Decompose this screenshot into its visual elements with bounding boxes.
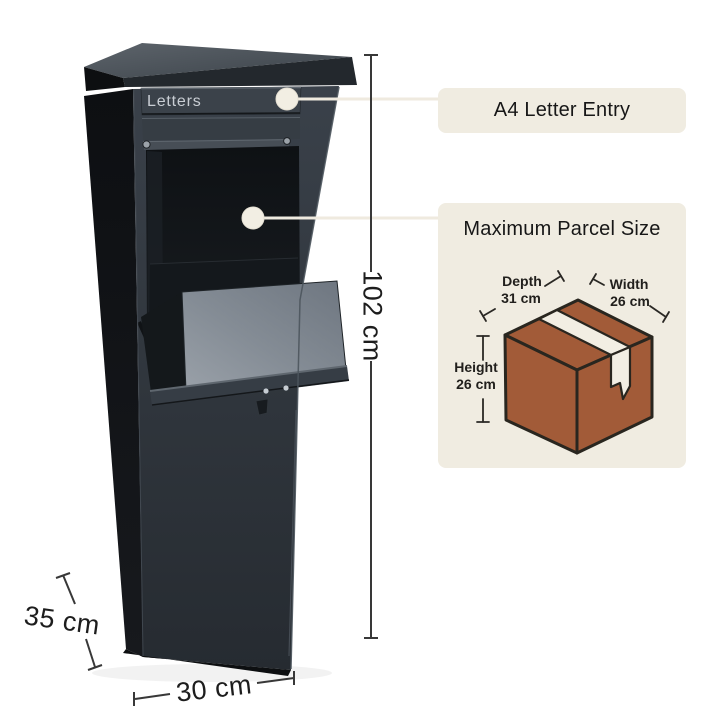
parcel-box-diagram [476, 270, 670, 455]
parcel-depth-value: 31 cm [501, 290, 541, 306]
packing-tape [537, 308, 632, 401]
hatch-tray-lip [150, 366, 349, 406]
front-left-edge [133, 89, 144, 657]
depth-arrow-lower-tick [479, 310, 487, 322]
depth-arrow-upper [544, 275, 562, 287]
hinge-rail-highlight [142, 139, 290, 143]
rail-screw-right [283, 137, 291, 145]
parcel-height-value: 26 cm [456, 376, 496, 392]
depth-arrow-upper-tick [557, 270, 565, 282]
letter-entry-callout-dot [275, 87, 299, 111]
hatch-lip-highlight [149, 365, 348, 392]
mailbox-cap-left-face [84, 67, 125, 91]
mailbox-side-face [84, 89, 143, 657]
depth-dim-line-upper [62, 574, 76, 605]
letters-flap-label: Letters [147, 93, 202, 110]
tape-side-strip [609, 345, 632, 401]
depth-arrow-lower [482, 308, 496, 317]
mailbox-cap-front-face [123, 57, 357, 87]
letter-entry-callout-panel: A4 Letter Entry [438, 88, 686, 133]
letter-entry-callout-label: A4 Letter Entry [493, 99, 631, 121]
hatch-latch [255, 398, 269, 416]
width-arrow-right-tick [662, 311, 670, 323]
rail-screw-left [142, 140, 151, 149]
lip-screw-left [263, 388, 269, 394]
lower-flap-highlight [141, 117, 301, 119]
height-dimension-label: 102 cm [357, 270, 388, 362]
depth-dim-cap-bottom [87, 664, 103, 671]
parcel-size-title: Maximum Parcel Size [463, 218, 661, 240]
width-arrow-left-tick [589, 273, 597, 285]
parcel-size-callout-dot [241, 206, 265, 230]
depth-dim-cap-top [55, 572, 71, 579]
width-dim-line-left [134, 693, 171, 700]
mailbox-bottom-edge [123, 649, 291, 676]
parcel-depth-label: Depth [502, 273, 542, 289]
parcel-size-callout-panel: Maximum Parcel Size [438, 203, 686, 468]
mailbox-illustration [84, 43, 357, 682]
width-dim-line-right [256, 677, 295, 684]
front-right-edge [290, 86, 340, 670]
parcel-height-label: Height [454, 359, 498, 375]
parcel-width-label: Width [609, 276, 649, 292]
hatch-lip-shadow [151, 379, 350, 406]
door-seam [288, 409, 297, 657]
letter-flap-highlight [140, 87, 302, 90]
callout-leaders [255, 97, 441, 220]
parcel-width-value: 26 cm [610, 293, 650, 309]
mailbox-cap-top-face [84, 43, 352, 78]
lip-screw-right [283, 385, 289, 391]
lower-flap [142, 117, 300, 140]
compartment-floor-edge [149, 257, 299, 265]
hatch-left-side [141, 292, 186, 400]
width-arrow-left [592, 278, 605, 286]
dimension-lines [55, 54, 378, 706]
letter-flap-shadow [141, 112, 301, 115]
depth-dim-line-lower [85, 638, 96, 668]
width-arrow-right [649, 305, 667, 318]
diagram-dimension-arrows [476, 270, 670, 423]
